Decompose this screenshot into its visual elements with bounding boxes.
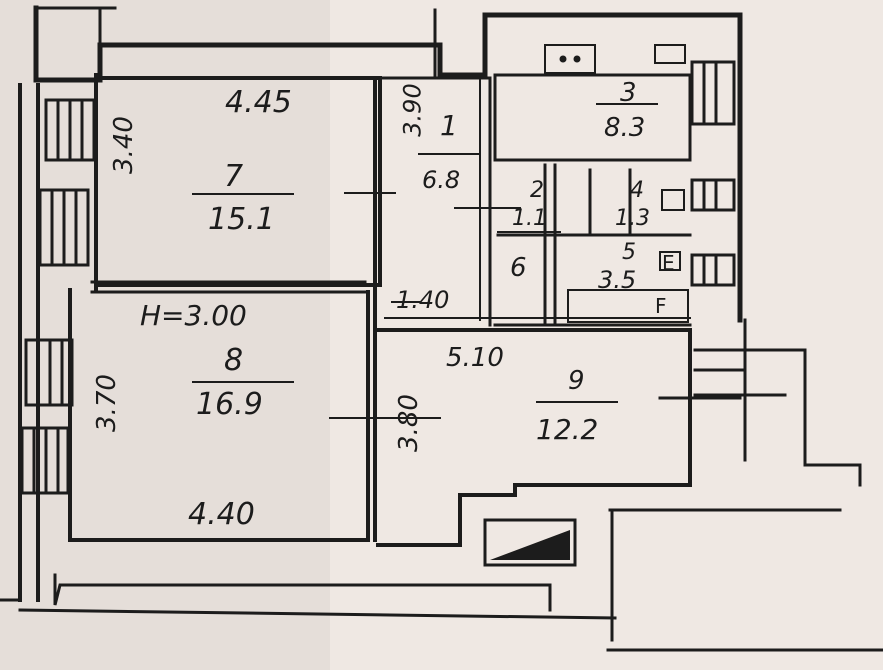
room-8-area: 16.9: [196, 387, 263, 422]
window-right-1: [690, 60, 736, 126]
toilet: [661, 189, 685, 211]
partition-7-8: [90, 280, 367, 294]
room-4-number: 4: [630, 178, 644, 203]
washbasin: [659, 251, 681, 271]
room-8-area-divider: [192, 378, 294, 383]
room-5-area: 3.5: [598, 266, 637, 294]
room-3-area: 8.3: [604, 113, 646, 143]
room-7-area: 15.1: [208, 202, 275, 237]
wall-bottom: [0, 573, 617, 620]
window-right-2: [690, 178, 736, 212]
dimension-side-room7: 3.40: [108, 116, 139, 174]
dimension-side-room8: 3.70: [91, 374, 122, 432]
room-7-walls: [96, 76, 382, 287]
room-5-number: 5: [622, 240, 636, 265]
dimension-top-room7: 4.45: [225, 85, 292, 120]
balcony: [693, 318, 862, 487]
window-left-4: [20, 426, 70, 495]
sink-mark: E: [662, 251, 675, 275]
room-1-area-divider: [418, 150, 480, 155]
vent-box: [483, 518, 577, 567]
dimension-room9-width: 5.10: [446, 343, 504, 373]
kitchen-sink: [654, 44, 686, 64]
exterior-wall-top: [33, 5, 743, 323]
room-1-number: 1: [440, 109, 458, 142]
bathtub: [567, 289, 689, 323]
vent-shade: [490, 530, 570, 560]
room-9-walls: [376, 328, 692, 547]
room-8-number: 8: [224, 343, 244, 378]
room-1-walls: [378, 76, 492, 327]
room-4-area: 1.3: [615, 206, 650, 231]
dimension-hall-depth: 3.90: [398, 83, 427, 137]
window-left-1: [44, 98, 96, 162]
room-7-number: 7: [224, 159, 244, 194]
room-1-area: 6.8: [422, 166, 461, 194]
room-7-area-divider: [192, 190, 294, 195]
room-3-area-divider: [596, 100, 658, 105]
dimension-bottom-room8: 4.40: [188, 497, 255, 532]
toilet-mark: F: [655, 294, 667, 318]
room-2-area: 1.1: [512, 206, 547, 231]
window-right-3: [690, 253, 736, 287]
room-2-number: 2: [530, 178, 544, 203]
room-6-number: 6: [510, 253, 527, 283]
window-left-2: [38, 188, 90, 267]
dimension-room9-depth: 3.80: [393, 394, 424, 452]
room-8-walls: [68, 290, 370, 542]
room-9-area-divider: [536, 398, 618, 403]
ceiling-height: H=3.00: [140, 299, 247, 332]
stove: [544, 44, 596, 74]
room-9-number: 9: [568, 366, 585, 396]
room-3-number: 3: [620, 78, 637, 108]
dimension-hall-width: 1.40: [396, 286, 450, 314]
room-9-area: 12.2: [536, 413, 599, 446]
